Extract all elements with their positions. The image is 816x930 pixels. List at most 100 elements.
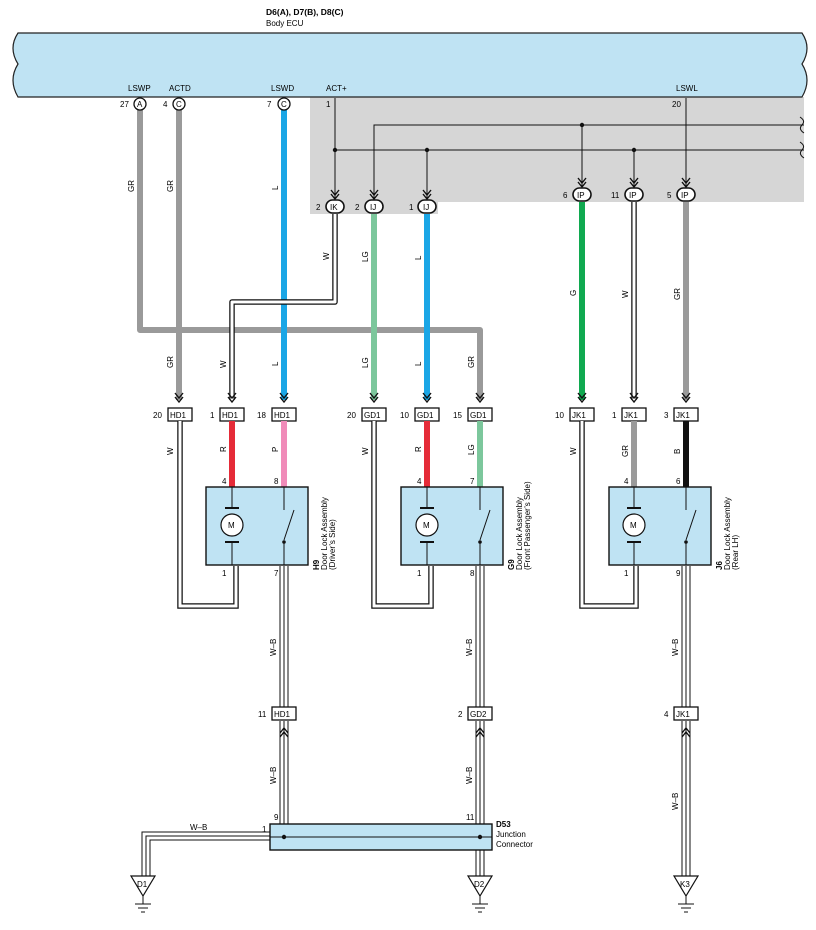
wire-label-w24: B [673, 449, 682, 454]
switch-icon [479, 509, 491, 541]
svg-text:4: 4 [417, 477, 422, 486]
ecu-signal-lswl: LSWL [676, 84, 698, 93]
wire-label-w26: W–B [465, 639, 474, 656]
junction-connector-id: D53 [496, 820, 511, 829]
ecu-pin-4: 4 [163, 100, 168, 109]
svg-text:K3: K3 [680, 880, 690, 889]
wire-ik-w-core [230, 214, 337, 400]
wire-label-w20: R [414, 446, 423, 452]
connector-jk1-1: JK1 1 [612, 407, 647, 422]
svg-text:9: 9 [274, 813, 279, 822]
svg-text:HD1: HD1 [170, 411, 187, 420]
ecu-terminal-c-2: C [277, 97, 291, 111]
svg-text:7: 7 [274, 569, 279, 578]
component-h9: M 4 8 1 7 H9 Door Lock Assembly (Driver’… [205, 477, 337, 578]
wire-label-w23: GR [621, 445, 630, 457]
wire-label-w13: LG [361, 357, 370, 368]
ecu-pin-20: 20 [672, 100, 681, 109]
svg-text:C: C [176, 100, 182, 109]
svg-text:GD1: GD1 [364, 411, 381, 420]
svg-text:5: 5 [667, 191, 672, 200]
junction-connector-line1: Junction [496, 830, 526, 839]
connector-hd1-1: HD1 1 [210, 407, 245, 422]
lower-chevrons [279, 726, 691, 738]
connector-hd1-18: HD1 18 [257, 407, 297, 422]
body-ecu-block [12, 32, 808, 98]
connector-hd1-11: HD1 11 [258, 706, 297, 721]
component-j6-side: (Rear LH) [731, 535, 740, 570]
svg-text:15: 15 [453, 411, 462, 420]
wire-label-w15: GR [467, 356, 476, 368]
wire-label-w1: GR [127, 180, 136, 192]
connector-gd2-2: GD2 2 [458, 706, 493, 721]
connector-gd1-15: GD1 15 [453, 407, 493, 422]
svg-text:11: 11 [258, 710, 267, 719]
connector-hd1-20: HD1 20 [153, 407, 193, 422]
svg-text:IP: IP [629, 191, 637, 200]
junction-area [310, 97, 804, 214]
wire-label-w5: LG [361, 251, 370, 262]
svg-text:IP: IP [681, 191, 689, 200]
ground-icon [135, 896, 151, 913]
wire-label-w29: W–B [465, 767, 474, 784]
svg-text:GD1: GD1 [470, 411, 487, 420]
svg-text:JK1: JK1 [676, 710, 690, 719]
component-g9-name: Door Lock Assembly [515, 497, 524, 570]
junction-pin-ik: IK 2 [316, 199, 345, 214]
ecu-signal-actd: ACTD [169, 84, 191, 93]
component-h9-side: (Driver’s Side) [328, 519, 337, 570]
svg-text:1: 1 [624, 569, 629, 578]
wire-g9-w [372, 421, 433, 608]
wire-label-w8: W [621, 290, 630, 298]
svg-text:D2: D2 [474, 880, 485, 889]
component-j6-id: J6 [715, 561, 724, 570]
svg-text:GD1: GD1 [417, 411, 434, 420]
ground-icon [678, 896, 694, 913]
connector-chevrons [174, 392, 691, 404]
wire-label-w31: W–B [190, 823, 207, 832]
svg-text:1: 1 [222, 569, 227, 578]
wire-label-w12: L [271, 361, 280, 366]
wire-label-w11: W [219, 360, 228, 368]
wire-label-w21: LG [467, 444, 476, 455]
junction-connector-d53: 1 9 11 D53 Junction Connector [262, 813, 533, 851]
svg-text:HD1: HD1 [274, 710, 291, 719]
svg-text:M: M [228, 521, 235, 530]
wire-label-w3: L [271, 185, 280, 190]
svg-text:8: 8 [274, 477, 279, 486]
junction-chevrons [330, 177, 691, 201]
ecu-terminal-a: A [133, 97, 147, 111]
wire-j6-w [580, 421, 638, 608]
component-g9-side: (Front Passenger’s Side) [523, 481, 532, 570]
svg-text:10: 10 [400, 411, 409, 420]
svg-text:11: 11 [611, 191, 620, 200]
svg-text:4: 4 [624, 477, 629, 486]
svg-text:6: 6 [563, 191, 568, 200]
component-j6-name: Door Lock Assembly [723, 497, 732, 570]
svg-text:10: 10 [555, 411, 564, 420]
wire-label-w16: W [166, 447, 175, 455]
svg-text:IK: IK [330, 203, 338, 212]
svg-text:IP: IP [577, 191, 585, 200]
wire-label-w28: W–B [269, 767, 278, 784]
svg-text:IJ: IJ [423, 203, 429, 212]
svg-text:HD1: HD1 [222, 411, 239, 420]
svg-text:D1: D1 [137, 880, 148, 889]
wire-label-w9: GR [673, 288, 682, 300]
svg-text:6: 6 [676, 477, 681, 486]
ecu-signal-act: ACT+ [326, 84, 347, 93]
wire-label-w14: L [414, 361, 423, 366]
wire-label-w7: G [569, 290, 578, 296]
ground-d1: D1 [129, 875, 157, 913]
component-h9-name: Door Lock Assembly [320, 497, 329, 570]
svg-text:8: 8 [470, 569, 475, 578]
ecu-signal-lswd: LSWD [271, 84, 294, 93]
svg-text:1: 1 [210, 411, 215, 420]
svg-text:IJ: IJ [370, 203, 376, 212]
ground-wires-wb [141, 566, 691, 876]
motor-icon [220, 513, 244, 537]
svg-text:1: 1 [612, 411, 617, 420]
svg-text:M: M [423, 521, 430, 530]
bus-junction-dots [332, 122, 637, 153]
